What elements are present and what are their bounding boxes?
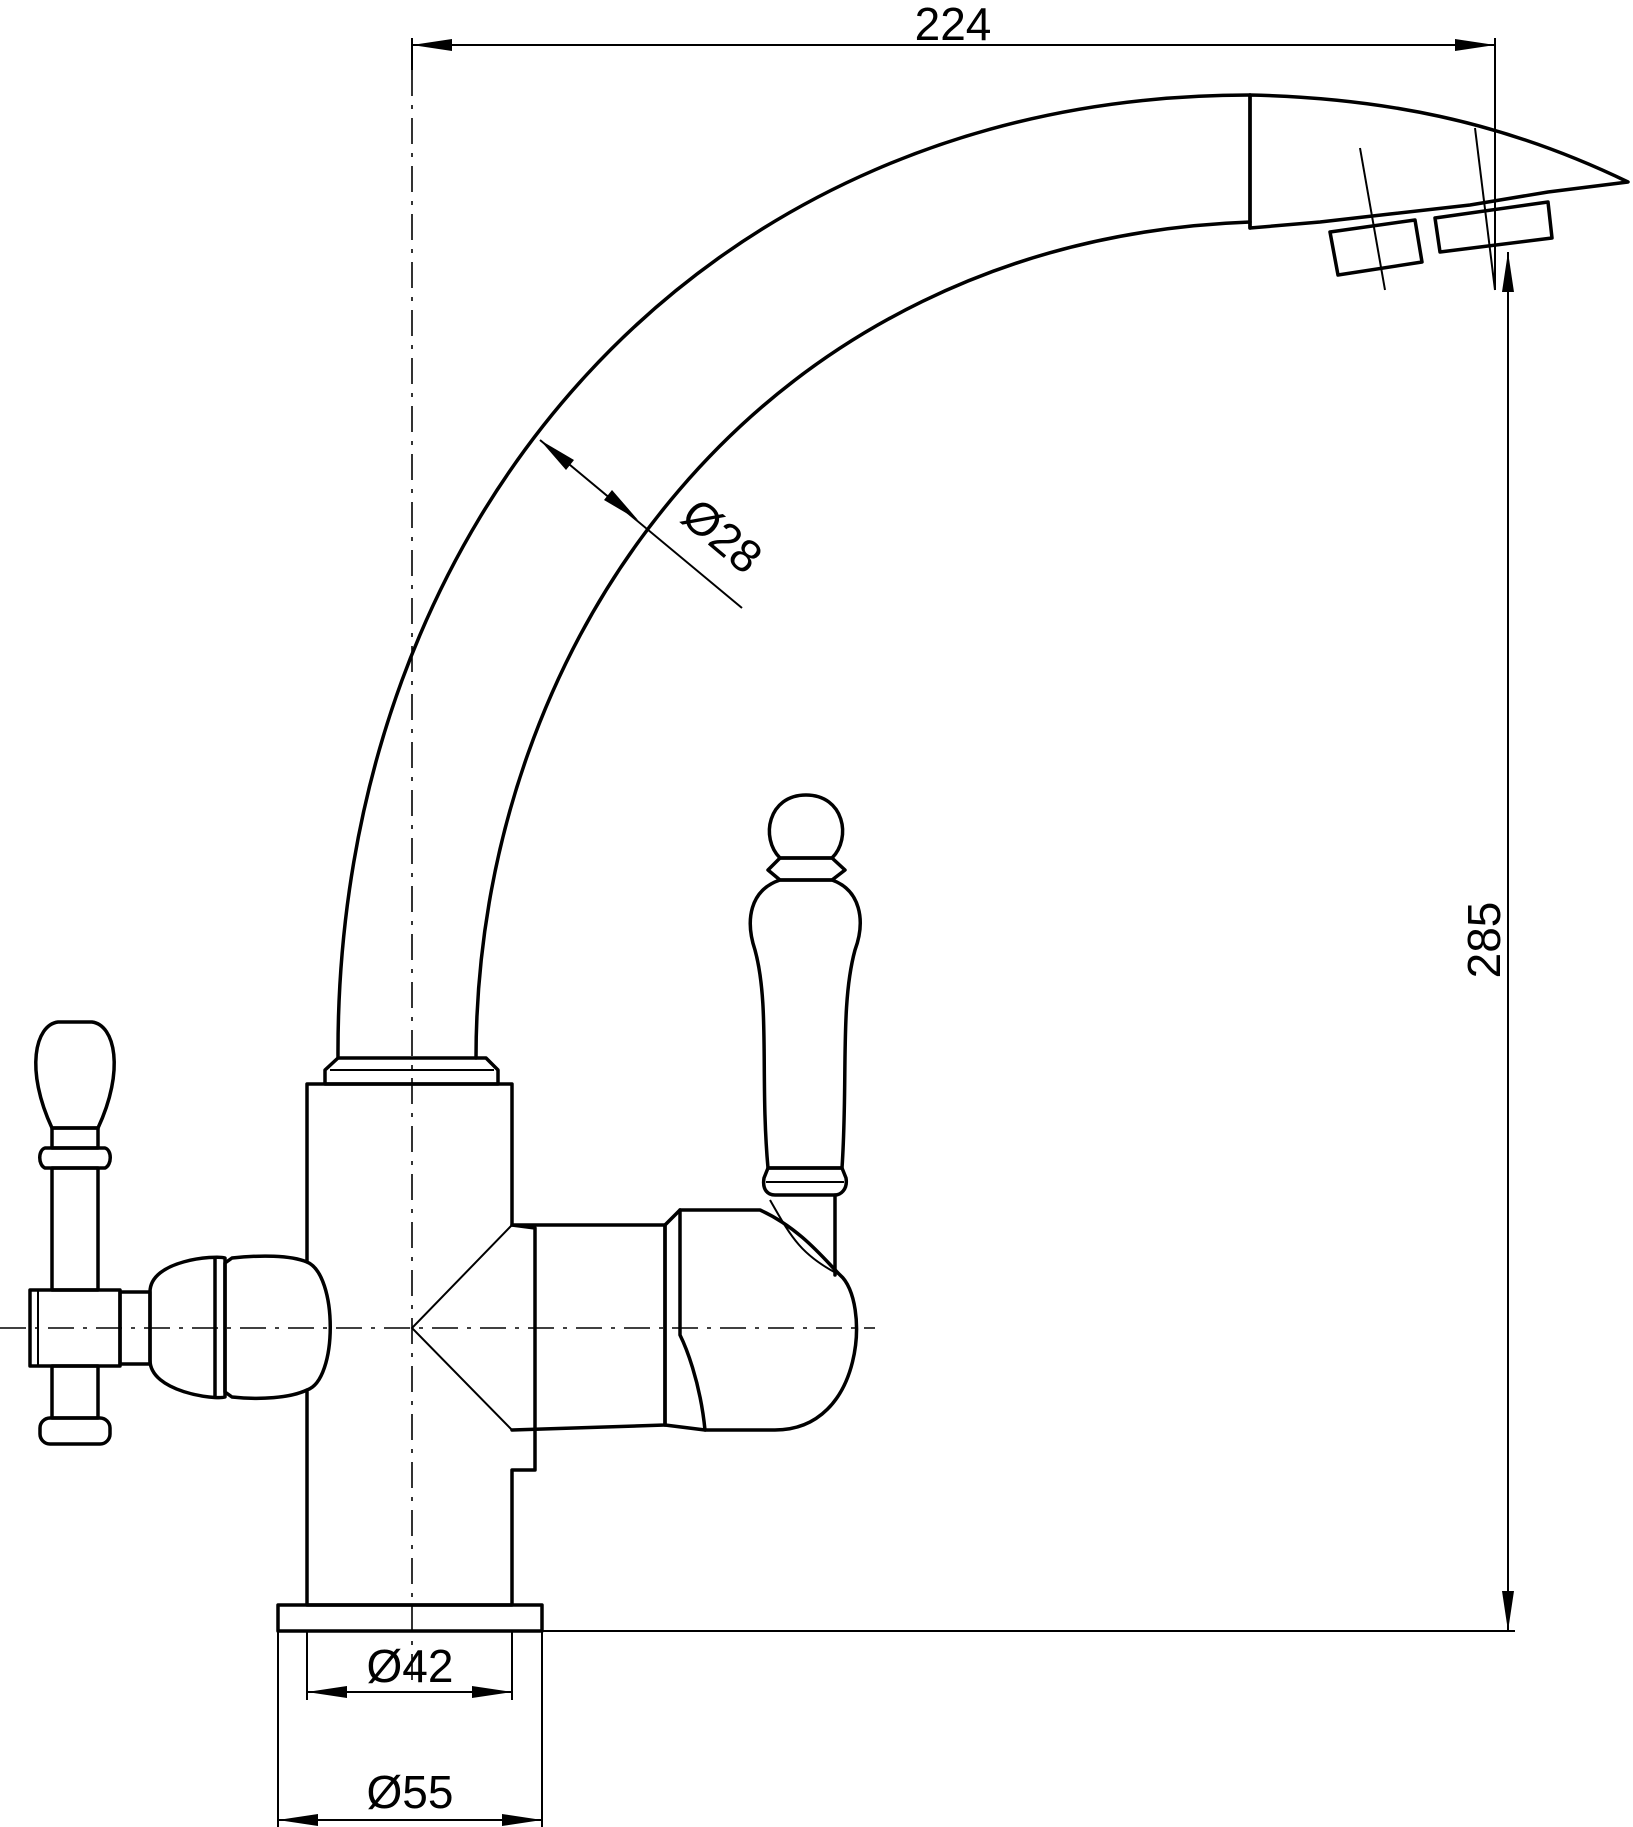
faucet-body (276, 1082, 859, 1633)
left-handle (28, 1020, 309, 1446)
right-lever-handle (748, 793, 862, 1197)
left-handle-collar (38, 1146, 112, 1170)
spout-head-hatch-2 (1474, 127, 1496, 291)
left-handle-rod (50, 1166, 100, 1292)
height-arrow-bottom (1502, 1591, 1514, 1631)
dimension-overall-height: 285 (542, 252, 1515, 1632)
dimension-spout-reach: 224 (411, 0, 1496, 290)
spout-inner-edge (474, 220, 1252, 1060)
dimension-spout-tube: Ø28 (539, 439, 772, 609)
dimension-body-diameter: Ø42 (306, 1631, 513, 1700)
body-label: Ø42 (367, 1640, 454, 1692)
reach-arrow-right (1455, 39, 1495, 51)
dimension-base-diameter: Ø55 (277, 1631, 543, 1827)
cartridge-housing (678, 1208, 859, 1432)
spout-outer-edge (336, 93, 1252, 1060)
body-arrow-left (307, 1686, 347, 1698)
right-lever-knob (767, 793, 845, 860)
spout (323, 93, 1630, 1086)
right-branch-bevel (410, 1224, 513, 1431)
center-lines (0, 70, 875, 1685)
height-label: 285 (1458, 902, 1510, 979)
base-plate (276, 1603, 544, 1633)
right-lever-body (748, 878, 862, 1170)
tube-arrow-bottom (604, 490, 638, 520)
right-lever-nut (766, 856, 847, 882)
base-arrow-right (502, 1814, 542, 1826)
left-handle-lower-rod (50, 1364, 100, 1420)
base-label: Ø55 (367, 1766, 454, 1818)
tube-label: Ø28 (672, 488, 772, 584)
aerator-left (1328, 218, 1424, 277)
spout-head-hatch-1 (1359, 147, 1386, 291)
reach-label: 224 (915, 0, 992, 50)
left-handle-neck (50, 1126, 100, 1150)
right-lever-collar (761, 1166, 849, 1197)
body-arrow-right (472, 1686, 512, 1698)
reach-arrow-left (412, 39, 452, 51)
cartridge-ring (663, 1208, 682, 1227)
height-arrow-top (1502, 252, 1514, 292)
tube-arrow-top (540, 440, 574, 470)
spout-head (1248, 93, 1630, 230)
body-column (305, 1082, 537, 1607)
left-handle-top-knob (34, 1020, 116, 1130)
aerator-right (1433, 200, 1554, 254)
cartridge-stem (769, 1199, 841, 1276)
cartridge-ring-b (663, 1423, 707, 1432)
left-handle-lower-cap (38, 1416, 112, 1446)
tube-dimension-line (539, 439, 743, 609)
base-arrow-left (278, 1814, 318, 1826)
